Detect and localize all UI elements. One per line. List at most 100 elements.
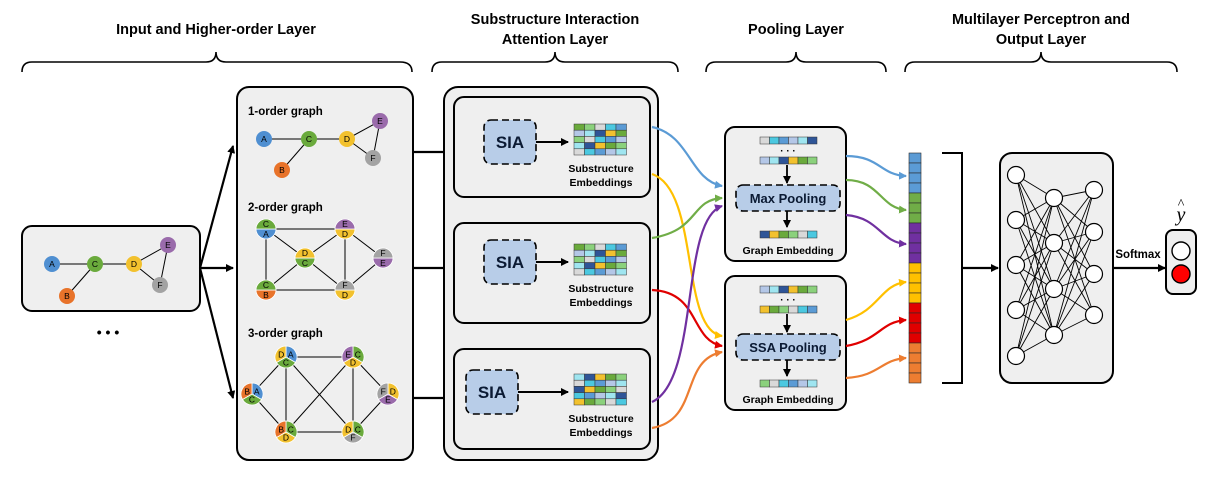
curve-yellow-ssa-to-vector (845, 278, 907, 322)
svg-text:F: F (380, 248, 385, 258)
svg-text:C: C (263, 280, 269, 290)
brace-input (21, 51, 413, 73)
brace-mlp (904, 51, 1178, 73)
substructure-embeddings-label: Embeddings (569, 427, 632, 439)
svg-text:F: F (350, 433, 355, 443)
svg-text:D: D (342, 290, 348, 300)
vector-cell (908, 162, 922, 174)
svg-text:C: C (288, 424, 294, 434)
sia-module (483, 239, 537, 285)
svg-text:B: B (278, 424, 284, 434)
curve-purple-sia3-to-max (651, 204, 723, 403)
svg-text:D: D (344, 134, 350, 144)
svg-text:C: C (355, 424, 361, 434)
header-mlp-layer-line2: Output Layer (996, 32, 1087, 48)
substructure-embeddings-label: Embeddings (569, 297, 632, 309)
order2-graph-label: 2-order graph (248, 202, 323, 214)
svg-text:C: C (283, 358, 289, 368)
vector-cell (908, 172, 922, 184)
vector-cell (908, 222, 922, 234)
curve-blue-max-to-vector (845, 154, 907, 180)
curve-green-sia2-to-max (651, 194, 723, 240)
svg-text:E: E (345, 349, 351, 359)
vector-cell (908, 322, 922, 334)
vector-cell (908, 342, 922, 354)
substructure-embeddings-label: Substructure (568, 283, 634, 295)
vector-cell (908, 352, 922, 364)
header-sia-layer-line2: Attention Layer (502, 32, 609, 48)
pooling-module-label: Max Pooling (750, 191, 827, 206)
svg-text:D: D (283, 433, 289, 443)
input-node-c: C (87, 256, 103, 272)
svg-text:A: A (261, 134, 267, 144)
svg-text:F: F (157, 280, 162, 290)
mlp-neuron (1044, 188, 1064, 208)
pooling-module (735, 184, 841, 212)
header-sia-layer-line1: Substructure Interaction (471, 12, 639, 28)
order3-node-acb: ACB (240, 382, 264, 406)
svg-text:A: A (263, 229, 269, 239)
order2-node-bc: BC (255, 279, 277, 301)
pooling-module (735, 333, 841, 361)
substructure-embedding-grid (573, 123, 627, 156)
svg-text:D: D (302, 248, 308, 258)
svg-text:C: C (355, 349, 361, 359)
svg-text:E: E (165, 240, 171, 250)
mlp-neuron (1006, 300, 1026, 320)
svg-text:B: B (279, 165, 285, 175)
graph-embedding-label: Graph Embedding (742, 394, 833, 406)
vector-cell (908, 282, 922, 294)
mlp-neuron (1084, 180, 1104, 200)
arrow-input-to-order1 (198, 145, 236, 269)
svg-text:F: F (370, 153, 375, 163)
mlp-neuron (1006, 165, 1026, 185)
vector-cell (908, 152, 922, 164)
order3-node-cdb: CDB (274, 420, 298, 444)
mlp-neuron (1084, 222, 1104, 242)
vector-cell (908, 202, 922, 214)
svg-text:D: D (278, 349, 284, 359)
brace-sia (431, 51, 679, 73)
vector-cell (908, 272, 922, 284)
input-node-f: F (152, 277, 168, 293)
vector-cell (908, 312, 922, 324)
y-hat-caret: ^ (1178, 197, 1185, 212)
svg-text:B: B (64, 291, 70, 301)
vector-cell (908, 332, 922, 344)
mlp-neuron (1006, 210, 1026, 230)
substructure-embedding-grid (573, 243, 627, 276)
mlp-neuron (1044, 279, 1064, 299)
vector-bracket (942, 152, 963, 384)
vector-cell (908, 372, 922, 384)
substructure-embedding-grid (573, 373, 627, 406)
order2-node-ef: EF (372, 247, 394, 269)
svg-text:C: C (302, 258, 308, 268)
order3-node-acd: ACD (274, 345, 298, 369)
substructure-embeddings-label: Embeddings (569, 177, 632, 189)
svg-text:E: E (385, 395, 391, 405)
mlp-neuron (1006, 346, 1026, 366)
input-node-b: B (59, 288, 75, 304)
substructure-embeddings-label: Substructure (568, 413, 634, 425)
sia-module-label: SIA (496, 133, 524, 152)
output-node-positive (1171, 264, 1191, 284)
graph-embedding-label: Graph Embedding (742, 245, 833, 257)
vector-cell (908, 252, 922, 264)
brace-pooling (705, 51, 887, 73)
svg-text:E: E (380, 258, 386, 268)
pooling-module-label: SSA Pooling (749, 340, 827, 355)
graph-embedding-row (759, 379, 818, 388)
svg-text:A: A (288, 349, 294, 359)
svg-text:F: F (342, 280, 347, 290)
concat-vector (908, 152, 922, 384)
input-node-d: D (126, 256, 142, 272)
input-graph-panel: A B C D E F (21, 225, 201, 312)
vector-cell (908, 212, 922, 224)
vector-cell (908, 292, 922, 304)
sia-module-label: SIA (478, 383, 506, 402)
order2-node-df: DF (334, 279, 356, 301)
svg-text:D: D (345, 424, 351, 434)
